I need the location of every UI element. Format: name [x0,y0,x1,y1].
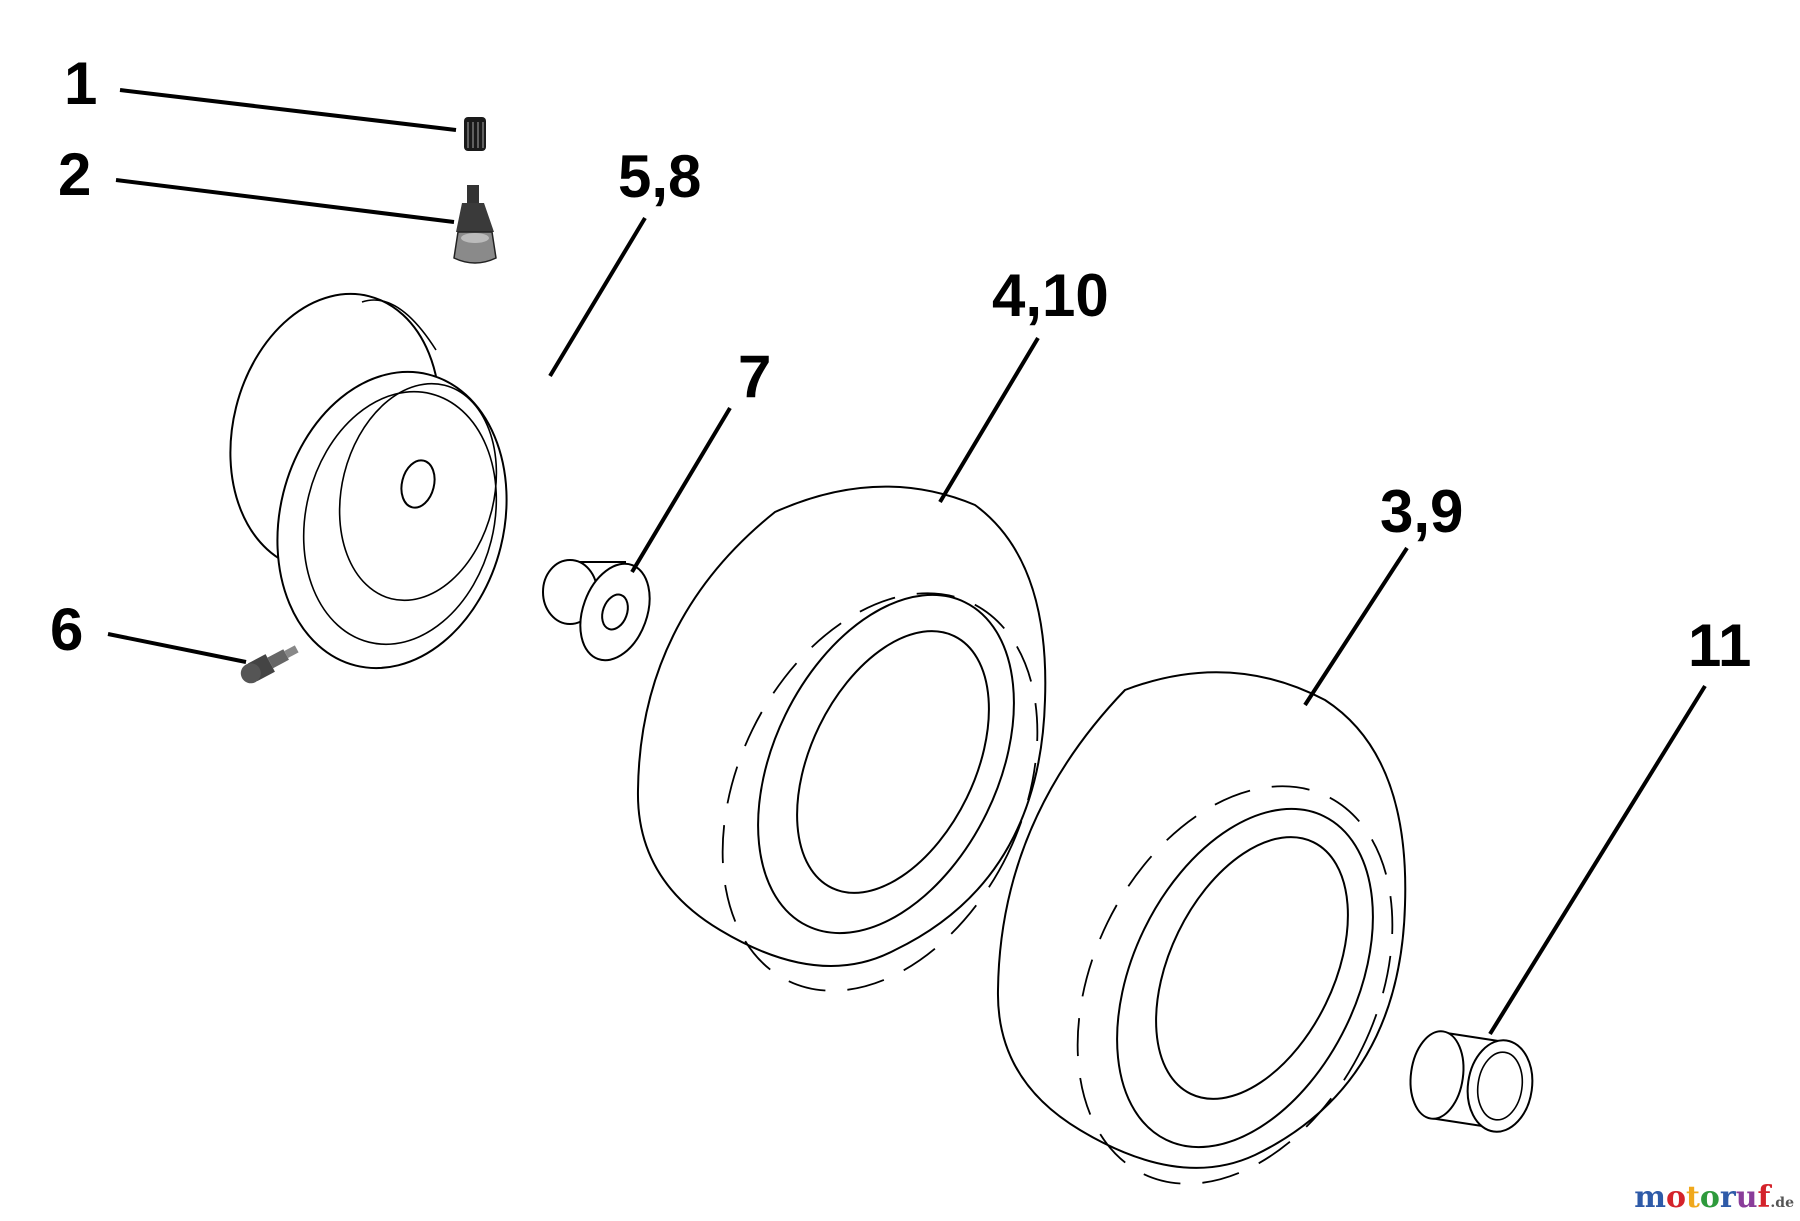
part-6-grease-fitting [240,645,299,684]
callout-5-8: 5,8 [618,143,701,210]
part-4-10-tire [636,485,1047,992]
motoruf-watermark-logo: motoruf.de [1634,1180,1794,1215]
leader-2 [115,178,455,224]
leader-11 [1488,684,1707,1036]
part-11-hub-cap [1409,1030,1534,1133]
callout-6: 6 [50,596,83,663]
watermark-letter: f [1757,1180,1771,1215]
watermark-letter: o [1666,1180,1687,1215]
watermark-letter: u [1735,1180,1758,1215]
leader-1 [119,88,457,132]
part-7-flange-bushing [542,559,651,662]
callout-2: 2 [58,141,91,208]
leader-4-10 [938,336,1040,504]
watermark-tld: .de [1770,1195,1794,1211]
leader-6 [107,632,247,664]
watermark-letter: r [1719,1180,1736,1215]
callout-1: 1 [64,50,97,117]
part-2-valve-stem [453,185,497,264]
callout-4-10: 4,10 [992,262,1109,329]
part-1-valve-cap [464,117,486,151]
callout-7: 7 [738,343,771,410]
callout-11: 11 [1688,612,1751,679]
leader-3-9 [1303,546,1409,707]
watermark-letter: t [1686,1180,1700,1215]
leader-5-8 [548,216,647,378]
watermark-letter: m [1634,1180,1666,1215]
callout-3-9: 3,9 [1380,478,1463,545]
watermark-letter: o [1699,1180,1720,1215]
leader-7 [630,406,732,574]
part-5-8-wheel-rim [229,292,508,670]
part-3-9-tire [996,671,1407,1185]
